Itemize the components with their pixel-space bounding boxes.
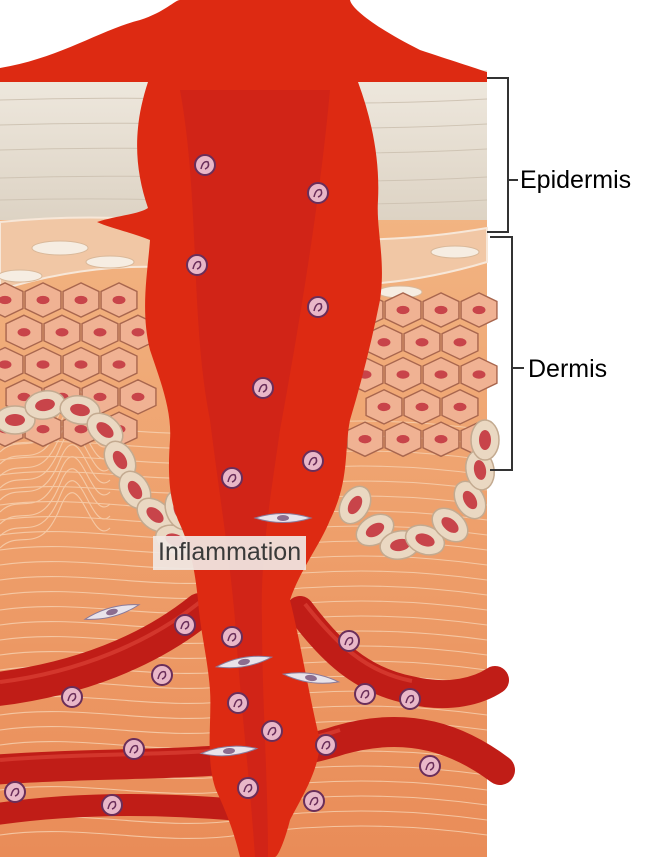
blood-cell-icon [261, 720, 283, 742]
granular-cells [0, 240, 480, 299]
fibroblast-icon [214, 655, 274, 669]
blood-cell-icon [307, 182, 329, 204]
inflammation-label: Inflammation [153, 536, 307, 570]
epidermis-bracket [487, 77, 518, 233]
epithelial-cell [403, 389, 441, 425]
fibroblasts [83, 513, 341, 757]
blood-cell-icon [221, 626, 243, 648]
blood-cell-icon [174, 614, 196, 636]
blood-cell-icon [123, 738, 145, 760]
epithelial-cell [422, 421, 460, 458]
epithelial-cell [100, 346, 138, 383]
blood-cell-icon [338, 630, 360, 652]
dermis-label: Dermis [528, 355, 608, 383]
epithelial-cell [441, 389, 479, 425]
epithelial-cell [81, 314, 119, 351]
fibroblast-icon [83, 604, 141, 620]
epithelial-cell [119, 379, 157, 415]
epithelial-cell [100, 282, 138, 318]
blood-cell-icon [307, 296, 329, 318]
blood-cells [4, 154, 441, 816]
blood-cell-icon [237, 777, 259, 799]
basal-cell-arc-right [338, 419, 500, 560]
epithelial-cell [43, 314, 81, 351]
epithelial-cell [5, 314, 43, 351]
basal-cell [404, 524, 446, 556]
basal-cell [0, 405, 36, 435]
basal-cell [453, 480, 487, 520]
epithelial-cell [460, 356, 498, 393]
blood-cell-icon [61, 686, 83, 708]
epithelial-cell [384, 421, 422, 458]
blood-cell-icon [419, 755, 441, 777]
epithelial-cell [384, 356, 422, 393]
epithelial-cell [62, 282, 100, 318]
epithelial-cell [0, 346, 24, 383]
blood-cell-icon [315, 734, 337, 756]
dermis-bracket [490, 236, 524, 471]
blood-cell-icon [252, 377, 274, 399]
epithelial-cell [460, 292, 498, 328]
blood-cell-icon [227, 692, 249, 714]
blood-cell-icon [399, 688, 421, 710]
epithelial-cells-right [346, 292, 498, 458]
epithelial-cell [384, 292, 422, 328]
epidermis-label: Epidermis [520, 166, 632, 194]
blood-cell-icon [194, 154, 216, 176]
epithelial-cell [422, 292, 460, 328]
blood-cell-icon [354, 683, 376, 705]
blood-cell-icon [221, 467, 243, 489]
epithelial-cell [441, 324, 479, 361]
epithelial-cell [24, 346, 62, 383]
epithelial-cell [0, 282, 24, 318]
epithelial-cell [365, 389, 403, 425]
blood-cell-icon [151, 664, 173, 686]
blood-cell-icon [4, 781, 26, 803]
wound-dark-core [180, 90, 330, 857]
blood-cell-icon [101, 794, 123, 816]
epithelial-cell [24, 282, 62, 318]
blood-cell-icon [303, 790, 325, 812]
basal-cell [136, 497, 174, 533]
blood-cell-icon [302, 450, 324, 472]
epithelial-cell [403, 324, 441, 361]
fibroblast-icon [281, 672, 341, 684]
epithelial-cell [62, 346, 100, 383]
basal-cell [431, 507, 469, 543]
basal-cell [338, 485, 372, 525]
blood-cell-icon [186, 254, 208, 276]
epithelial-cell [422, 356, 460, 393]
fibroblast-icon [253, 513, 313, 523]
fibroblast-icon [199, 745, 259, 757]
basal-cell [470, 419, 500, 461]
basal-cell [86, 412, 124, 448]
